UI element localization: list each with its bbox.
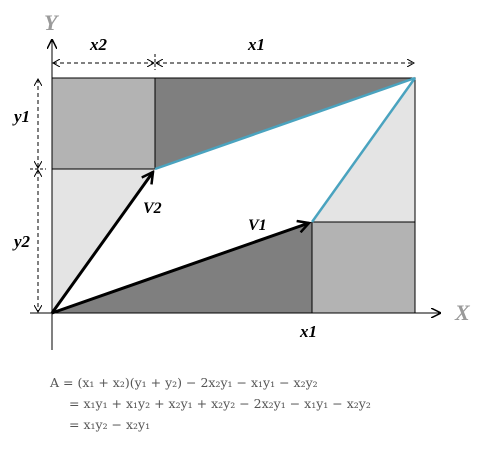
top-left-square: [51, 77, 156, 170]
bottom-right-square: [311, 221, 416, 314]
label-y1-left: y1: [12, 107, 30, 126]
label-x1-bottom: x1: [299, 322, 317, 341]
area-formula: A = (x₁ + x₂)(y₁ + y₂) − 2x₂y₁ − x₁y₁ − …: [50, 372, 371, 435]
vector-v1-arrow: [51, 223, 309, 315]
parallelogram-edge-right: [310, 77, 417, 223]
formula-line-3: = x₁y₂ − x₂y₁: [69, 417, 151, 432]
label-x2-top: x2: [89, 35, 108, 54]
formula-line-1: A = (x₁ + x₂)(y₁ + y₂) − 2x₂y₁ − x₁y₁ − …: [50, 375, 318, 390]
vector-v2-arrow: [50, 172, 153, 314]
label-v2: V2: [143, 200, 162, 217]
label-x1-top: x1: [247, 35, 265, 54]
parallelogram-edge-top: [154, 76, 416, 171]
parallelogram: [52, 78, 415, 313]
label-v1: V1: [248, 217, 267, 234]
formula-line-2: = x₁y₁ + x₁y₂ + x₂y₁ + x₂y₂ − 2x₂y₁ − x₁…: [69, 396, 371, 411]
label-y2-left: y2: [12, 232, 31, 251]
x-axis-label: X: [454, 300, 471, 325]
y-axis-label: Y: [44, 10, 60, 35]
